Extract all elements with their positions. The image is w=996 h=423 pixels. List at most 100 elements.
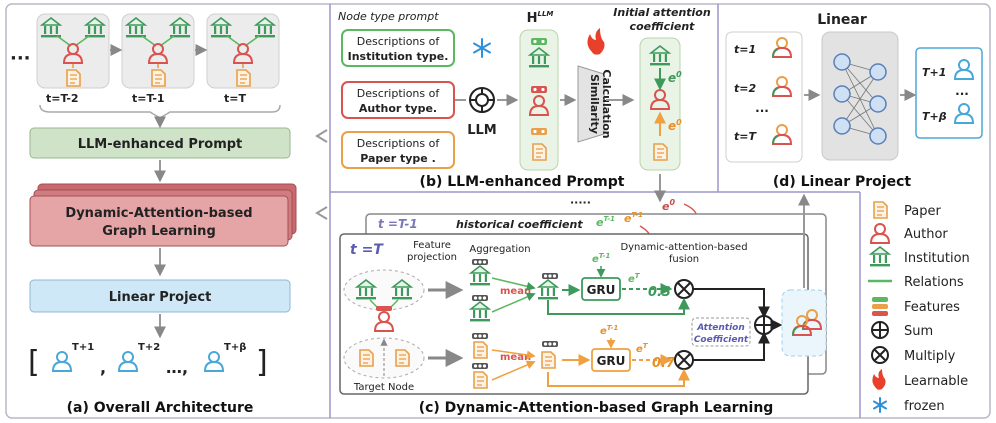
paper-icon (873, 201, 888, 219)
panel-a-caption: (a) Overall Architecture (67, 400, 254, 416)
eT1-top: eT-1 (592, 252, 610, 265)
gru-top (581, 277, 621, 301)
target-node-label: Target Node (353, 382, 414, 393)
e0-top: e0 (662, 198, 675, 213)
linear-input-dots: ··· (755, 104, 769, 118)
similarity-line2: Calculation (600, 69, 613, 138)
linear-project-box (29, 279, 291, 313)
linear-input-t1: t=1 (734, 43, 756, 56)
linear-input-box (725, 31, 803, 163)
llm-logo-icon (469, 87, 495, 113)
legend-label-institution: Institution (904, 251, 970, 266)
linear-output-box (915, 47, 983, 139)
flame-icon (587, 28, 605, 55)
multiply-icon (674, 279, 694, 299)
panel-d-caption: (d) Linear Project (773, 174, 911, 190)
time-label-t-minus-1: t=T-1 (132, 92, 165, 105)
linear-input-t2: t=2 (734, 82, 756, 95)
institution-desc-line2: Institution type. (348, 50, 449, 63)
historical-coefficient-label: historical coefficient (456, 218, 583, 231)
neural-network-block (821, 31, 899, 161)
author-description-box (341, 81, 455, 119)
mean-top: mean (500, 286, 531, 297)
value-top: 0.3 (648, 285, 671, 300)
panel-c-dynamic-graph-learning: ····· e0 t =T-1 historical coefficient e… (339, 174, 827, 416)
linear-input-tT: t=T (734, 130, 757, 143)
e0-green: e0 (668, 70, 682, 85)
chevron-left-icon (315, 129, 328, 143)
output-author-icon-3 (204, 351, 224, 372)
h-llm-label: HLLM (527, 10, 554, 26)
features-icon (872, 297, 888, 316)
llm-label: LLM (467, 123, 497, 138)
feature-projection-line1: Feature (413, 240, 451, 251)
eT-bottom: eT (636, 342, 649, 355)
output-sep: , (100, 358, 106, 377)
legend-label-learnable: Learnable (904, 374, 968, 389)
snowflake-icon (873, 397, 887, 413)
eT1-green: eT-1 (596, 215, 615, 229)
feature-projection-line2: projection (407, 252, 457, 263)
similarity-calculation-block (577, 65, 605, 143)
output-label-1: T+1 (72, 342, 94, 353)
value-bottom: 0.7 (652, 356, 676, 371)
legend-label-sum: Sum (904, 324, 933, 339)
e0-orange: e0 (668, 118, 682, 133)
gru-bottom-label: GRU (597, 354, 626, 368)
gru-bottom (591, 348, 631, 372)
panel-c-caption: (c) Dynamic-Attention-based Graph Learni… (419, 400, 774, 416)
initial-attention-line1: Initial attention (613, 6, 711, 19)
legend-label-author: Author (904, 227, 948, 242)
output-bracket-right: ] (256, 345, 268, 380)
snapshot-card-t-minus-1 (121, 13, 195, 89)
legend-label-multiply: Multiply (904, 349, 956, 364)
snowflake-icon (473, 38, 491, 58)
time-label-t-minus-2: t=T-2 (46, 92, 79, 105)
paper-description-box (341, 131, 455, 169)
institution-desc-line1: Descriptions of (357, 35, 441, 48)
paper-desc-line1: Descriptions of (357, 137, 441, 150)
node-type-prompt-title: Node type prompt (338, 10, 439, 23)
legend-label-paper: Paper (904, 204, 941, 219)
output-label-2: T+2 (138, 342, 160, 353)
gru-top-label: GRU (587, 283, 616, 297)
linear-output-tb: T+β (922, 110, 947, 123)
multiply-icon (674, 350, 694, 370)
eT1-orange: eT-1 (624, 211, 643, 225)
legend-label-frozen: frozen (904, 399, 945, 414)
panel-a-dots: ··· (10, 48, 31, 69)
eT1-bottom: eT-1 (600, 324, 618, 337)
paper-desc-line2: Paper type . (360, 152, 436, 165)
output-label-3: T+β (224, 342, 246, 353)
llm-enhanced-prompt-label: LLM-enhanced Prompt (78, 137, 243, 152)
output-ellipsis: …, (166, 358, 188, 377)
panel-a-overall-architecture: ··· (10, 13, 297, 416)
aggregation-label: Aggregation (469, 244, 530, 255)
eT-top: eT (628, 272, 641, 285)
panel-b-caption: (b) LLM-enhanced Prompt (420, 174, 625, 190)
outer-frame (5, 3, 991, 419)
panel-c-dots: ····· (570, 196, 591, 209)
mean-bottom: mean (500, 352, 531, 363)
legend: Paper Author Institution Relations Featu… (868, 201, 970, 414)
institution-icon (869, 246, 891, 268)
linear-output-t1: T+1 (922, 66, 946, 79)
author-desc-line1: Descriptions of (357, 87, 441, 100)
fusion-line2: fusion (669, 254, 699, 265)
sum-icon (871, 321, 889, 339)
initial-attention-column (639, 37, 681, 171)
flame-icon (872, 369, 886, 390)
llm-enhanced-prompt-box (29, 127, 291, 159)
t-minus-1-label: t =T-1 (378, 217, 418, 231)
dynamic-graph-learning-box (29, 195, 289, 247)
output-author-icon-2 (118, 351, 138, 372)
attention-coef-line1: Attention (696, 323, 745, 333)
linear-output-dots: ··· (955, 87, 969, 101)
multiply-icon (871, 346, 889, 364)
institution-description-box (341, 29, 455, 67)
author-icon (870, 223, 890, 244)
panel-d-linear-project: Linear t=1 t=2 ··· t=T T+1 ··· T+β (d) L… (725, 12, 983, 190)
sum-icon (754, 315, 774, 335)
author-desc-line2: Author type. (359, 102, 437, 115)
